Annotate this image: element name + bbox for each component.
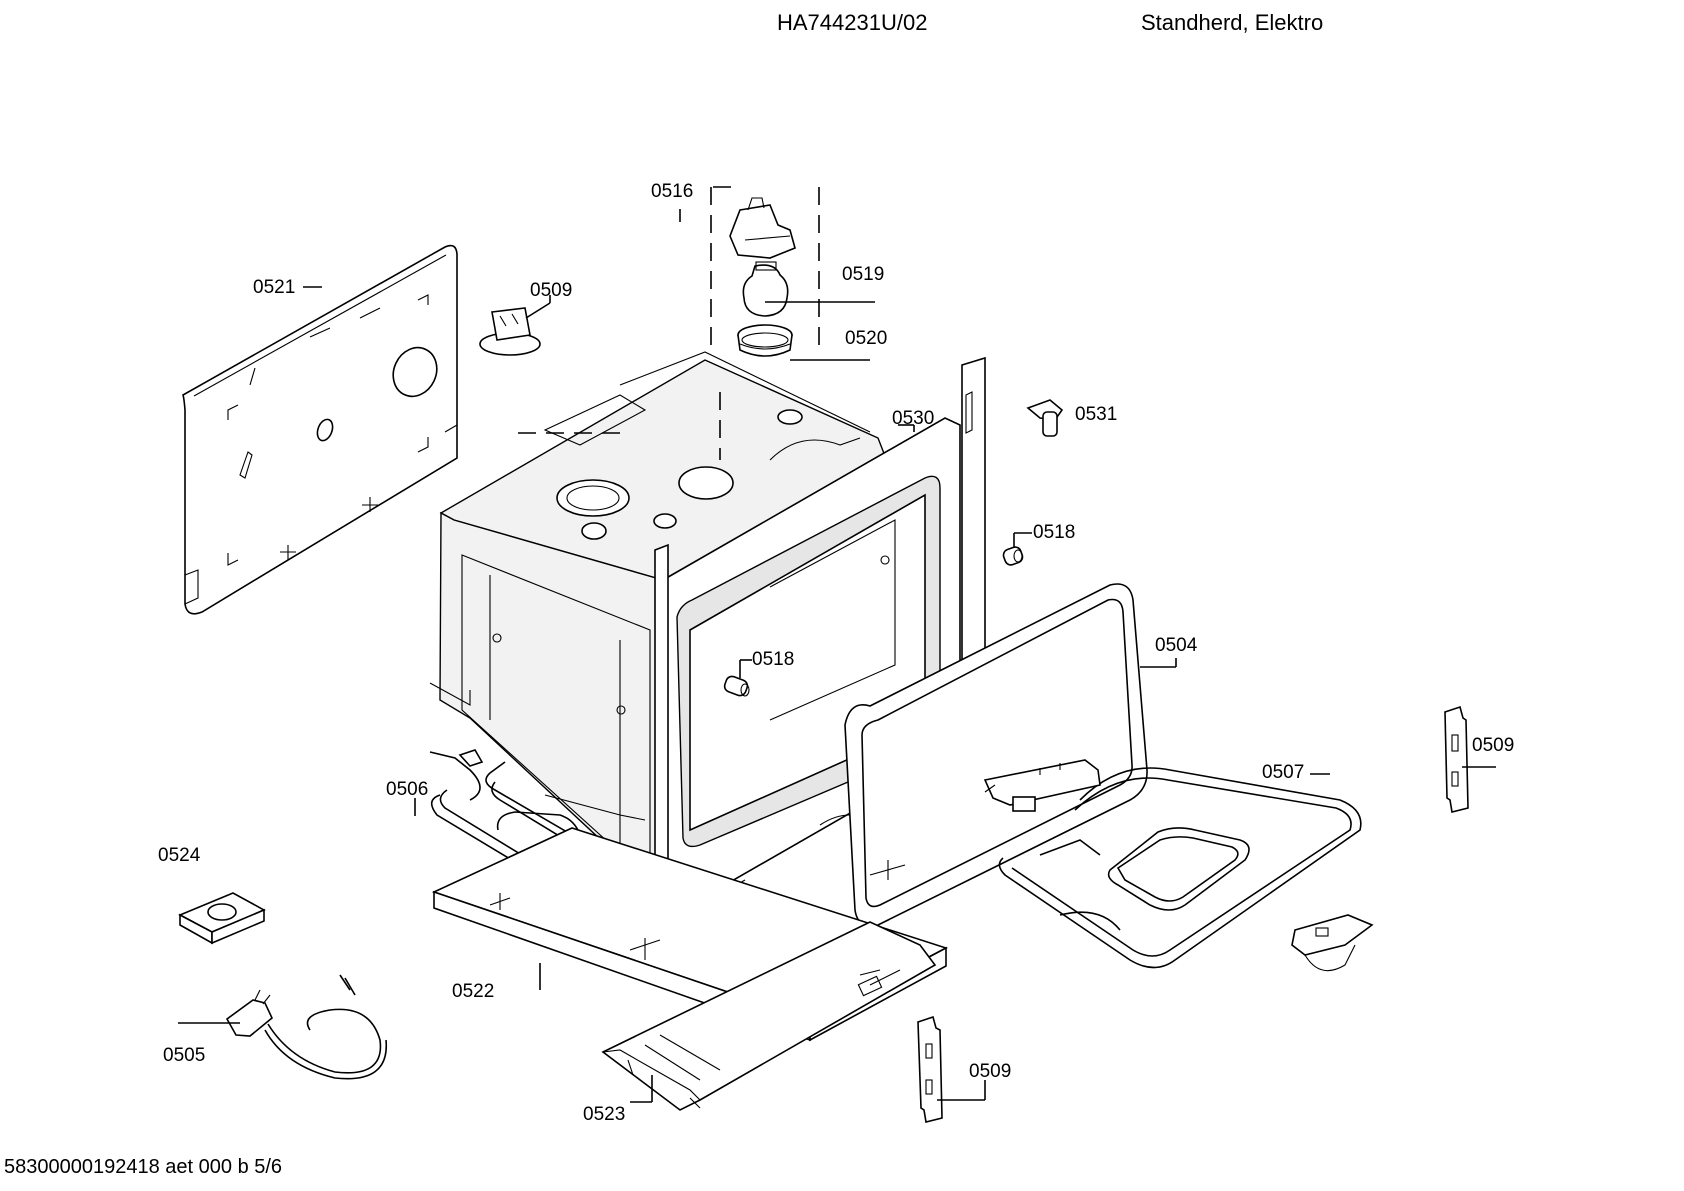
document-reference: 58300000192418 aet 000 b 5/6 [4,1156,283,1178]
clip-0531 [1026,399,1064,437]
support-bracket [1291,914,1374,972]
door-seal-0504 [844,583,1148,927]
label-0522: 0522 [452,981,494,1002]
label-0531: 0531 [1075,404,1117,425]
bushing-0518-right [1002,546,1024,566]
label-0524: 0524 [158,845,201,866]
label-0521: 0521 [253,277,295,298]
oven-cavity [429,351,986,907]
label-0507: 0507 [1262,762,1304,783]
insulation-pad-0524 [178,892,266,945]
bracket-0509-right [1444,705,1469,813]
bushing-0518-inner [723,675,750,697]
lamp-socket-0509 [479,307,541,356]
label-0518-right: 0518 [1033,522,1075,543]
label-0509-top: 0509 [530,280,572,301]
oven-lamp-assembly [710,186,820,357]
label-0523: 0523 [583,1104,625,1125]
label-0504: 0504 [1155,635,1198,656]
grill-heating-element-0507 [983,759,1362,969]
label-0520: 0520 [845,328,887,349]
model-number: HA744231U/02 [777,10,928,35]
label-0519: 0519 [842,264,884,285]
label-0530: 0530 [892,408,934,429]
label-0505: 0505 [163,1045,205,1066]
side-panel-0521 [182,244,458,615]
label-0509-bottom: 0509 [969,1061,1011,1082]
appliance-description: Standherd, Elektro [1141,10,1324,35]
floor-plate-0523 [601,921,937,1111]
label-0509-right: 0509 [1472,735,1514,756]
bracket-0509-bottom [917,1015,943,1123]
label-0506: 0506 [386,779,428,800]
label-0516: 0516 [651,181,693,202]
label-0518-inner: 0518 [752,649,794,670]
power-cord-0505 [225,974,388,1080]
